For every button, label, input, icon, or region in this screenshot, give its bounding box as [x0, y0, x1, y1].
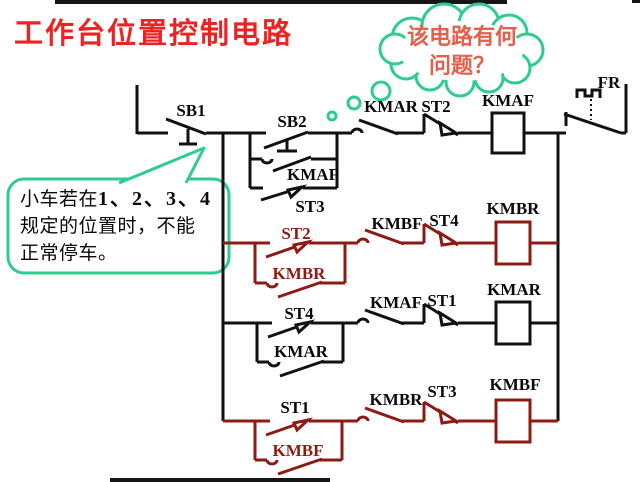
label-kmbr-coil: KMBR: [487, 199, 541, 218]
callout-line3: 正常停车。: [20, 243, 118, 264]
label-kmar-parallel: KMAR: [274, 342, 329, 361]
contact-sb1: [165, 117, 207, 146]
label-st1-parallel: ST1: [280, 398, 309, 417]
label-fr: FR: [598, 73, 621, 92]
top-right-bar: [632, 0, 640, 3]
contact-st2-limit: [422, 112, 461, 137]
label-st3-parallel: ST3: [295, 197, 324, 216]
label-kmaf-parallel: KMAF: [287, 165, 339, 184]
contact-st4-parallel: [267, 319, 316, 339]
contact-kmar-interlock: [350, 118, 399, 136]
thought-cloud: [326, 2, 545, 122]
thought-bubble-dot: [326, 110, 338, 122]
contact-st1-limit: [422, 302, 461, 327]
label-st4-limit: ST4: [429, 211, 459, 230]
callout-tail: [118, 146, 206, 185]
contact-sb2: [263, 130, 309, 153]
coil-kmbr: [494, 220, 532, 266]
fr-heater-symbol: [575, 88, 602, 98]
label-st2-limit: ST2: [421, 97, 450, 116]
label-st4-parallel: ST4: [284, 304, 314, 323]
st4-parallel-box: [255, 323, 345, 362]
bottom-bar: [110, 478, 330, 482]
thought-bubble-line1: 该电路有何: [406, 24, 517, 49]
contact-st1-parallel: [265, 417, 314, 437]
contact-st3-parallel: [250, 184, 337, 202]
st2-parallel-box: [253, 243, 347, 283]
coil-kmaf: [490, 111, 526, 155]
label-kmar-interlock: KMAR: [364, 97, 419, 116]
label-kmbr-interlock: KMBR: [370, 390, 424, 409]
label-kmbf-interlock: KMBF: [372, 214, 423, 233]
top-bar: [55, 0, 507, 4]
thought-bubble-line2: 问题？: [428, 53, 495, 78]
contact-kmbf-parallel: [255, 457, 342, 476]
label-st1-limit: ST1: [427, 291, 456, 310]
label-kmbf-parallel: KMBF: [273, 441, 324, 460]
callout-line1-prefix: 小车若在: [20, 189, 99, 210]
contact-kmbr-parallel: [255, 280, 345, 299]
page-title: 工作台位置控制电路: [14, 18, 294, 50]
callout-box: [6, 177, 231, 275]
label-kmaf-coil: KMAF: [482, 91, 534, 110]
contact-st3-limit: [422, 400, 461, 425]
coil-kmar: [494, 300, 532, 346]
contact-st2-parallel: [265, 239, 314, 259]
callout-note: 小车若在1、2、3、4 规定的位置时，不能 正常停车。: [20, 186, 224, 267]
st1-parallel-box: [253, 421, 344, 460]
callout-line1-numbers: 1、2、3、4: [98, 188, 213, 210]
label-kmbf-coil: KMBF: [490, 375, 541, 394]
rung-2-wires: [223, 241, 558, 283]
contact-kmaf-interlock: [356, 308, 405, 326]
label-st3-limit: ST3: [427, 382, 456, 401]
supply-wire: [135, 85, 168, 135]
contact-kmaf-parallel: [250, 155, 337, 173]
contact-kmar-parallel: [257, 359, 343, 378]
coil-kmbf: [494, 398, 532, 444]
label-sb1: SB1: [176, 101, 205, 120]
label-kmbr-parallel: KMBR: [273, 264, 327, 283]
thought-bubble-text: 该电路有何 问题？: [392, 22, 532, 80]
rung-3-wires: [223, 321, 558, 362]
thought-bubble-dot: [346, 95, 362, 111]
contact-kmbr-interlock: [356, 406, 405, 424]
label-sb2: SB2: [277, 112, 306, 131]
contact-kmbf-interlock: [356, 228, 405, 246]
callout-line1: 小车若在1、2、3、4: [20, 186, 224, 213]
label-kmar-coil: KMAR: [487, 280, 542, 299]
thought-bubble-dot: [370, 80, 392, 102]
contact-fr-thermal: [563, 84, 628, 135]
contact-st4-limit: [422, 222, 461, 247]
label-st2-parallel: ST2: [281, 224, 310, 243]
callout-line2: 规定的位置时，不能: [20, 216, 196, 237]
rung-4-wires: [223, 419, 558, 460]
label-kmaf-interlock: KMAF: [370, 293, 422, 312]
callout-balloon: [6, 146, 231, 275]
